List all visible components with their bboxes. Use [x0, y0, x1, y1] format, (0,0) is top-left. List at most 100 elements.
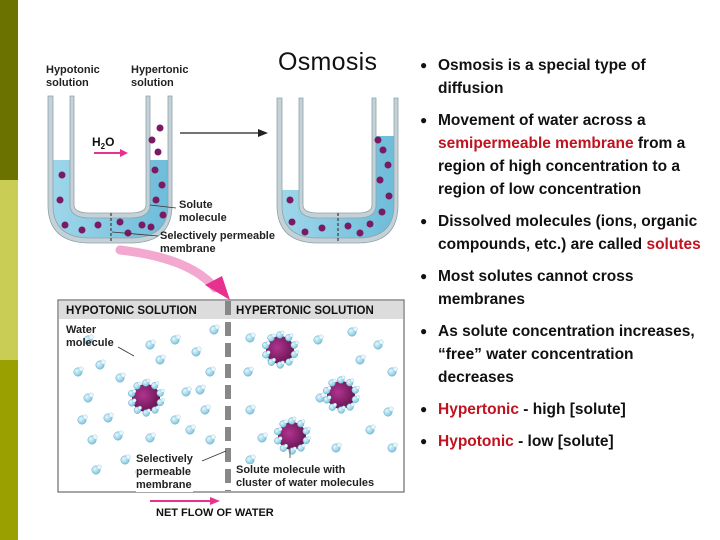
water-molecule-icon: [83, 334, 94, 345]
left-band-olive: [0, 360, 18, 540]
water-molecule-icon: [267, 357, 276, 366]
water-molecule-icon: [113, 430, 124, 441]
solute-cluster-icon: [327, 381, 355, 409]
u-tube-before-glass: [47, 95, 173, 244]
water-molecule-pointer: [117, 346, 135, 357]
bullet-dot-icon: ●: [420, 402, 428, 416]
water-molecule-icon: [387, 366, 398, 377]
water-molecule-icon: [142, 408, 151, 417]
water-molecule-icon: [313, 334, 324, 345]
water-molecule-icon: [323, 395, 332, 404]
bullet-dot-icon: ●: [420, 269, 428, 283]
water-molecule-icon: [181, 386, 192, 397]
water-molecule-icon: [285, 357, 294, 366]
box-molecules: [73, 324, 398, 477]
hypotonic-box-title: HYPOTONIC SOLUTION: [66, 305, 197, 317]
membrane-label: Selectively permeable membrane: [160, 230, 275, 255]
water-molecule-icon: [346, 402, 355, 411]
left-band-light: [0, 180, 18, 360]
bullet-text: from a region of high concentration to a…: [438, 135, 686, 198]
slide-title: Osmosis: [278, 48, 378, 76]
water-molecule-icon: [120, 454, 131, 465]
u-tube-before: [47, 95, 173, 244]
hypertonic-solution-label: Hypertonic solution: [131, 64, 189, 89]
water-molecule-icon: [288, 446, 297, 455]
water-molecule-icon: [209, 324, 220, 335]
water-molecule-icon: [77, 414, 88, 425]
hypertonic-box-title: HYPERTONIC SOLUTION: [236, 305, 374, 317]
solute-molecule-label: Solute molecule: [179, 199, 227, 224]
water-molecule-icon: [133, 405, 142, 414]
box-membrane-pointer: [201, 450, 227, 462]
water-molecule-icon: [185, 424, 196, 435]
water-molecule-icon: [373, 339, 384, 350]
water-molecule-icon: [170, 334, 181, 345]
transition-arrow: [180, 129, 268, 137]
left-band-dark: [0, 0, 18, 180]
water-molecule-icon: [103, 412, 114, 423]
water-molecule-label: Water molecule: [66, 324, 114, 349]
water-molecule-icon: [323, 386, 332, 395]
water-molecule-icon: [262, 341, 271, 350]
water-molecule-icon: [365, 424, 376, 435]
bullet-highlight-text: Hypertonic: [438, 401, 519, 418]
water-molecule-icon: [200, 404, 211, 415]
solute-pointer-line: [149, 204, 177, 209]
water-molecule-icon: [156, 398, 165, 407]
hypotonic-solution-label: Hypotonic solution: [46, 64, 100, 89]
water-molecule-icon: [145, 339, 156, 350]
water-molecule-icon: [156, 388, 165, 397]
bullet-text: Osmosis is a special type of diffusion: [438, 57, 646, 97]
water-molecule-icon: [337, 405, 346, 414]
water-molecule-icon: [95, 359, 106, 370]
water-molecule-icon: [145, 432, 156, 443]
water-molecule-icon: [279, 419, 288, 428]
water-molecule-icon: [73, 366, 84, 377]
water-molecule-icon: [170, 414, 181, 425]
water-molecule-icon: [267, 333, 276, 342]
water-molecule-icon: [115, 372, 126, 383]
bullet-text: As solute concentration increases, “free…: [438, 323, 695, 386]
water-molecule-icon: [297, 443, 306, 452]
bullet-item: ●Hypotonic - low [solute]: [420, 430, 710, 453]
water-molecule-icon: [315, 392, 326, 403]
bullet-text: Dissolved molecules (ions, organic compo…: [438, 213, 698, 253]
water-molecule-icon: [151, 381, 160, 390]
bullet-item: ● Hypertonic - high [solute]: [420, 398, 710, 421]
bullet-text: Most solutes cannot cross membranes: [438, 268, 634, 308]
bullet-dot-icon: ●: [420, 214, 428, 228]
net-flow-label: NET FLOW OF WATER: [156, 507, 274, 519]
water-molecule-icon: [274, 436, 283, 445]
water-molecule-icon: [274, 427, 283, 436]
bullet-item: ● Most solutes cannot cross membranes: [420, 265, 710, 311]
water-molecule-icon: [128, 398, 137, 407]
water-molecule-icon: [302, 426, 311, 435]
box-membrane-label: Selectively permeable membrane: [136, 453, 193, 492]
water-molecule-icon: [245, 332, 256, 343]
solute-cluster-icon: [266, 336, 294, 364]
water-molecule-icon: [331, 442, 342, 453]
water-molecule-icon: [133, 381, 142, 390]
bullet-item: ●Osmosis is a special type of diffusion: [420, 54, 710, 100]
water-molecule-icon: [205, 366, 216, 377]
water-molecule-icon: [91, 464, 102, 475]
water-molecule-icon: [128, 389, 137, 398]
water-molecule-icon: [83, 392, 94, 403]
water-molecule-icon: [243, 366, 254, 377]
zoom-swoosh-arrow: [115, 245, 230, 300]
bullet-dot-icon: ●: [420, 324, 428, 338]
water-molecule-icon: [151, 405, 160, 414]
water-molecule-icon: [276, 330, 285, 339]
bullet-text: - high [solute]: [518, 401, 626, 418]
bullet-dot-icon: ●: [420, 113, 428, 127]
water-molecule-icon: [257, 432, 268, 443]
bullet-highlight-text: solutes: [646, 236, 701, 253]
u-tube-before-water: [50, 160, 170, 240]
water-molecule-icon: [383, 406, 394, 417]
water-molecule-icon: [142, 378, 151, 387]
cluster-label: Solute molecule with cluster of water mo…: [236, 464, 375, 490]
water-molecule-icon: [302, 436, 311, 445]
water-molecule-icon: [355, 354, 366, 365]
water-molecule-icon: [347, 326, 358, 337]
